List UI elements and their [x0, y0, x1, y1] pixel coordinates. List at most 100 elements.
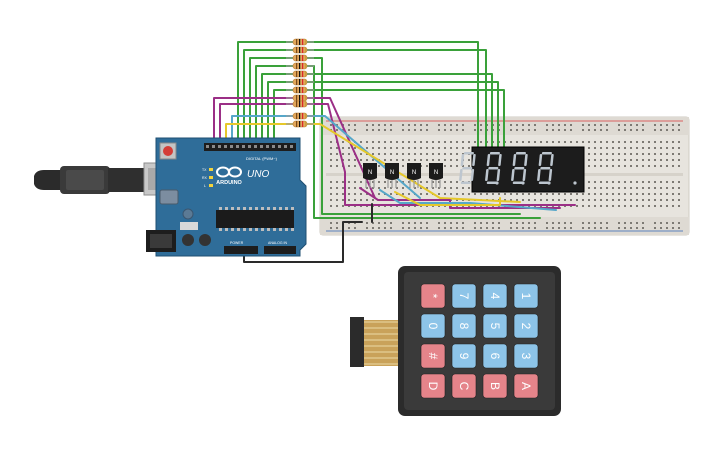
- breadboard-hole: [444, 193, 446, 195]
- breadboard-hole: [672, 222, 674, 224]
- breadboard-hole: [594, 205, 596, 207]
- header-pin[interactable]: [218, 145, 221, 148]
- breadboard-hole: [390, 141, 392, 143]
- breadboard-hole: [444, 124, 446, 126]
- resistor[interactable]: [286, 94, 314, 102]
- breadboard-hole: [510, 199, 512, 201]
- header-pin[interactable]: [272, 145, 275, 148]
- resistor[interactable]: [286, 86, 314, 94]
- breadboard-hole: [660, 141, 662, 143]
- breadboard-hole: [414, 227, 416, 229]
- breadboard-hole: [678, 165, 680, 167]
- key-2[interactable]: 2: [513, 313, 539, 339]
- key-8[interactable]: 8: [451, 313, 477, 339]
- breadboard-hole: [570, 193, 572, 195]
- header-pin[interactable]: [284, 145, 287, 148]
- resistor[interactable]: [286, 120, 314, 128]
- breadboard-hole: [552, 222, 554, 224]
- reset-button[interactable]: [163, 146, 173, 156]
- breadboard-hole: [666, 153, 668, 155]
- key-label: A: [519, 382, 533, 390]
- breadboard-hole: [336, 153, 338, 155]
- key-4[interactable]: 4: [482, 283, 508, 309]
- breadboard-hole: [444, 141, 446, 143]
- breadboard-hole: [408, 193, 410, 195]
- breadboard-hole: [612, 193, 614, 195]
- header-pin[interactable]: [236, 145, 239, 148]
- resistor[interactable]: [286, 70, 314, 78]
- header-pin[interactable]: [230, 145, 233, 148]
- header-pin[interactable]: [206, 145, 209, 148]
- header-pin[interactable]: [290, 145, 293, 148]
- header-pin[interactable]: [248, 145, 251, 148]
- breadboard-hole: [456, 165, 458, 167]
- key-7[interactable]: 7: [451, 283, 477, 309]
- breadboard-hole: [354, 165, 356, 167]
- arduino-uno[interactable]: DIGITAL (PWM~) ARDUINO UNO TX RX L POWER…: [146, 137, 307, 257]
- key-A[interactable]: A: [513, 373, 539, 399]
- chip-leg: [291, 228, 294, 231]
- key-hash[interactable]: #: [420, 343, 446, 369]
- keypad-ribbon: [362, 321, 400, 365]
- npn-transistor[interactable]: N: [429, 163, 443, 188]
- key-3[interactable]: 3: [513, 343, 539, 369]
- breadboard-hole: [678, 147, 680, 149]
- header-pin[interactable]: [212, 145, 215, 148]
- resistor[interactable]: [286, 112, 314, 120]
- breadboard-hole: [630, 227, 632, 229]
- resistor[interactable]: [286, 38, 314, 46]
- key-C[interactable]: C: [451, 373, 477, 399]
- key-0[interactable]: 0: [420, 313, 446, 339]
- breadboard-hole: [624, 124, 626, 126]
- header-pin[interactable]: [242, 145, 245, 148]
- npn-transistor[interactable]: N: [363, 163, 377, 188]
- breadboard-hole: [522, 227, 524, 229]
- seven-segment-display[interactable]: [459, 146, 585, 193]
- key-9[interactable]: 9: [451, 343, 477, 369]
- breadboard-hole: [528, 129, 530, 131]
- resistor[interactable]: [286, 78, 314, 86]
- resistor[interactable]: [286, 54, 314, 62]
- breadboard-hole: [600, 222, 602, 224]
- header-pin[interactable]: [224, 145, 227, 148]
- chip-leg: [237, 228, 240, 231]
- key-1[interactable]: 1: [513, 283, 539, 309]
- breadboard-hole: [402, 147, 404, 149]
- breadboard-hole: [636, 141, 638, 143]
- header-pin[interactable]: [266, 145, 269, 148]
- digital-header-pins[interactable]: [206, 145, 293, 148]
- display-digit: [485, 152, 525, 185]
- breadboard-hole: [438, 147, 440, 149]
- breadboard-hole: [354, 227, 356, 229]
- breadboard-hole: [354, 187, 356, 189]
- npn-transistor[interactable]: N: [385, 163, 399, 188]
- breadboard-hole: [606, 205, 608, 207]
- key-star[interactable]: *: [420, 283, 446, 309]
- breadboard-hole: [402, 181, 404, 183]
- model-text: UNO: [247, 169, 269, 180]
- breadboard-hole: [564, 222, 566, 224]
- resistor[interactable]: [286, 46, 314, 54]
- header-pin[interactable]: [260, 145, 263, 148]
- header-pin[interactable]: [278, 145, 281, 148]
- breadboard-hole: [390, 153, 392, 155]
- resistor[interactable]: [286, 62, 314, 70]
- key-5[interactable]: 5: [482, 313, 508, 339]
- breadboard-hole: [378, 129, 380, 131]
- key-B[interactable]: B: [482, 373, 508, 399]
- key-D[interactable]: D: [420, 373, 446, 399]
- resistor[interactable]: [286, 100, 314, 108]
- display-digit: [537, 152, 577, 185]
- resistors[interactable]: [286, 38, 314, 128]
- key-6[interactable]: 6: [482, 343, 508, 369]
- chip-leg: [273, 207, 276, 210]
- header-pin[interactable]: [254, 145, 257, 148]
- npn-transistor[interactable]: N: [407, 163, 421, 188]
- breadboard-hole: [522, 193, 524, 195]
- chip-leg: [279, 228, 282, 231]
- breadboard-hole: [600, 141, 602, 143]
